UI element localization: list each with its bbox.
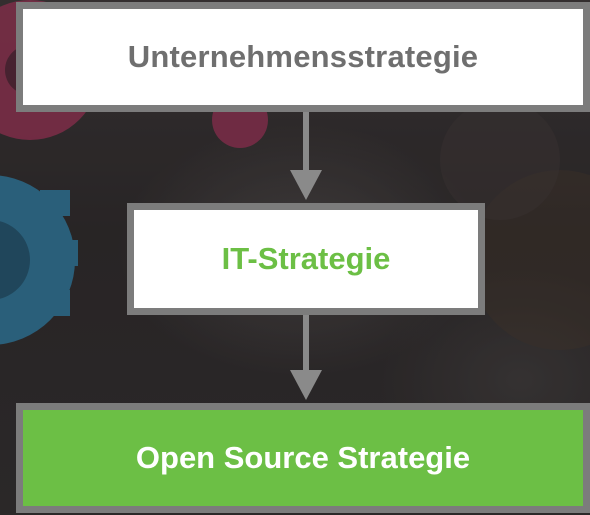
- node-open-source-strategie: Open Source Strategie: [16, 403, 590, 513]
- arrow-1: [290, 112, 322, 200]
- node-it-strategie: IT-Strategie: [127, 203, 485, 315]
- node-label: Open Source Strategie: [135, 440, 471, 475]
- arrow-2: [290, 315, 322, 400]
- node-unternehmensstrategie: Unternehmensstrategie: [16, 2, 590, 112]
- blue-gear: [0, 175, 78, 345]
- node-label: IT-Strategie: [221, 241, 391, 276]
- node-label: Unternehmensstrategie: [127, 39, 479, 74]
